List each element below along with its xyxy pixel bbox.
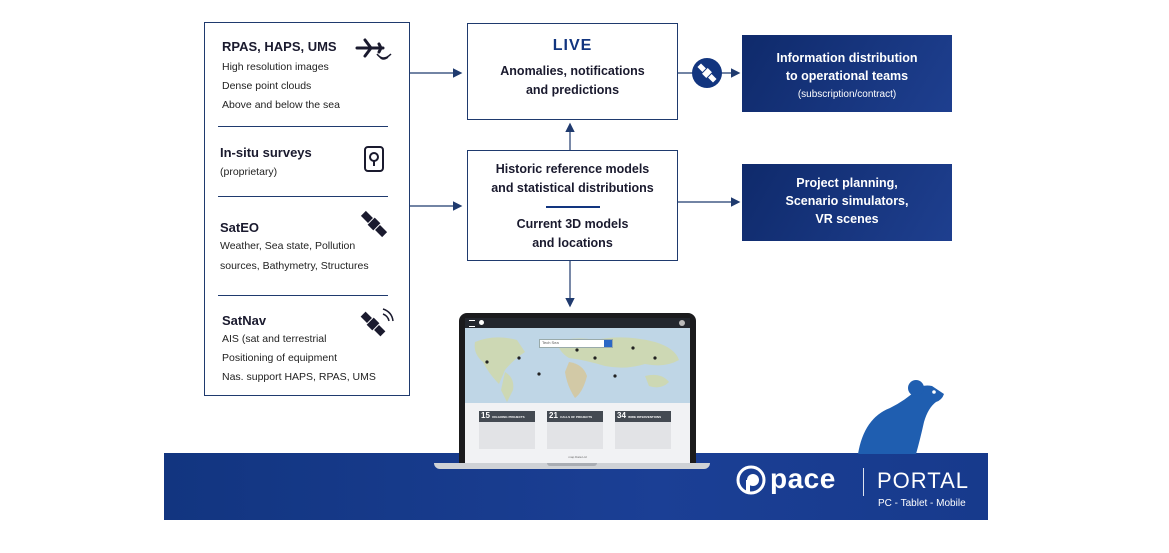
planning-line-2: Scenario simulators, [785, 194, 909, 208]
live-line-2: and predictions [525, 83, 620, 97]
pace-logo-icon [736, 465, 766, 495]
live-title: LIVE [552, 37, 593, 54]
models-box: Historic reference models and statistica… [467, 150, 678, 261]
rpas-line-3: Above and below the sea [222, 99, 340, 111]
satnav-line-1: AIS (sat and terrestrial [222, 333, 327, 345]
rpas-line-1: High resolution images [222, 61, 329, 73]
sateo-line-1: Weather, Sea state, Pollution [220, 240, 356, 252]
stat-3-label: WIRE INTERVENTIONS [628, 415, 662, 419]
separator-1 [218, 126, 388, 127]
stat-2-number: 21 [549, 411, 558, 420]
map-search-input[interactable]: Tech Sea [539, 339, 613, 348]
satnav-line-2: Positioning of equipment [222, 352, 337, 364]
search-icon[interactable] [604, 340, 612, 347]
account-icon[interactable] [679, 320, 685, 326]
models-divider [545, 206, 600, 208]
insitu-line-1: (proprietary) [220, 166, 278, 178]
brand-name: pace [770, 463, 836, 494]
app-topbar [465, 318, 690, 328]
project-planning-box: Project planning, Scenario simulators, V… [742, 164, 952, 241]
sateo-title: SatEO [220, 220, 260, 235]
models-line-3: Current 3D models [516, 217, 629, 231]
app-logo-icon [479, 320, 484, 325]
world-map[interactable] [465, 328, 690, 403]
laptop-base [434, 463, 710, 469]
satellite-badge-icon [697, 63, 717, 83]
sources-panel [204, 22, 410, 396]
stat-1-number: 15 [481, 411, 490, 420]
map-search-value: Tech Sea [542, 340, 559, 345]
planning-line-1: Project planning, [796, 176, 898, 190]
stat-card-3-header: 34 WIRE INTERVENTIONS [615, 411, 671, 422]
stat-1-label: ON-GOING PROJECTS [492, 415, 525, 419]
laptop-notch [547, 463, 597, 466]
laptop-screen: Tech Sea 15 ON-GOING PROJECTS 21 CALLS O… [465, 318, 690, 463]
info-line-2: to operational teams [785, 69, 909, 83]
map-footer: map Data Ltd [568, 455, 587, 459]
info-sub: (subscription/contract) [797, 89, 897, 100]
stats-panel: 15 ON-GOING PROJECTS 21 CALLS OF PROJECT… [465, 403, 690, 463]
satnav-title: SatNav [222, 313, 267, 328]
stat-card-2-header: 21 CALLS OF PROJECTS [547, 411, 603, 422]
separator-2 [218, 196, 388, 197]
stat-3-number: 34 [617, 411, 626, 420]
stat-2-label: CALLS OF PROJECTS [560, 415, 593, 419]
rpas-title: RPAS, HAPS, UMS [222, 39, 337, 54]
rpas-line-2: Dense point clouds [222, 80, 312, 92]
models-line-1: Historic reference models [495, 162, 650, 176]
satellite-icon [360, 210, 388, 238]
planning-line-3: VR scenes [815, 212, 879, 226]
info-distribution-box: Information distribution to operational … [742, 35, 952, 112]
info-line-1: Information distribution [776, 51, 918, 65]
separator-3 [218, 295, 388, 296]
live-box: LIVE Anomalies, notifications and predic… [467, 23, 678, 120]
satellite-signal-icon [360, 308, 394, 337]
tagline: PC - Tablet - Mobile [878, 498, 966, 509]
live-line-1: Anomalies, notifications [500, 64, 645, 78]
map-pin-icon [364, 146, 384, 172]
models-line-2: and statistical distributions [491, 181, 654, 195]
menu-icon[interactable] [469, 320, 475, 327]
stat-card-1-header: 15 ON-GOING PROJECTS [479, 411, 535, 422]
mouse-mascot-icon [858, 380, 944, 454]
product-name: PORTAL [877, 468, 969, 493]
brand-divider [863, 468, 864, 496]
sateo-line-2: sources, Bathymetry, Structures [220, 260, 369, 272]
satnav-line-3: Nas. support HAPS, RPAS, UMS [222, 371, 376, 383]
models-line-4: and locations [532, 236, 613, 250]
stat-card-3[interactable]: 34 WIRE INTERVENTIONS [615, 411, 671, 449]
stat-card-2[interactable]: 21 CALLS OF PROJECTS [547, 411, 603, 449]
stat-card-1[interactable]: 15 ON-GOING PROJECTS [479, 411, 535, 449]
drone-icon [355, 38, 392, 60]
insitu-title: In-situ surveys [220, 145, 312, 160]
